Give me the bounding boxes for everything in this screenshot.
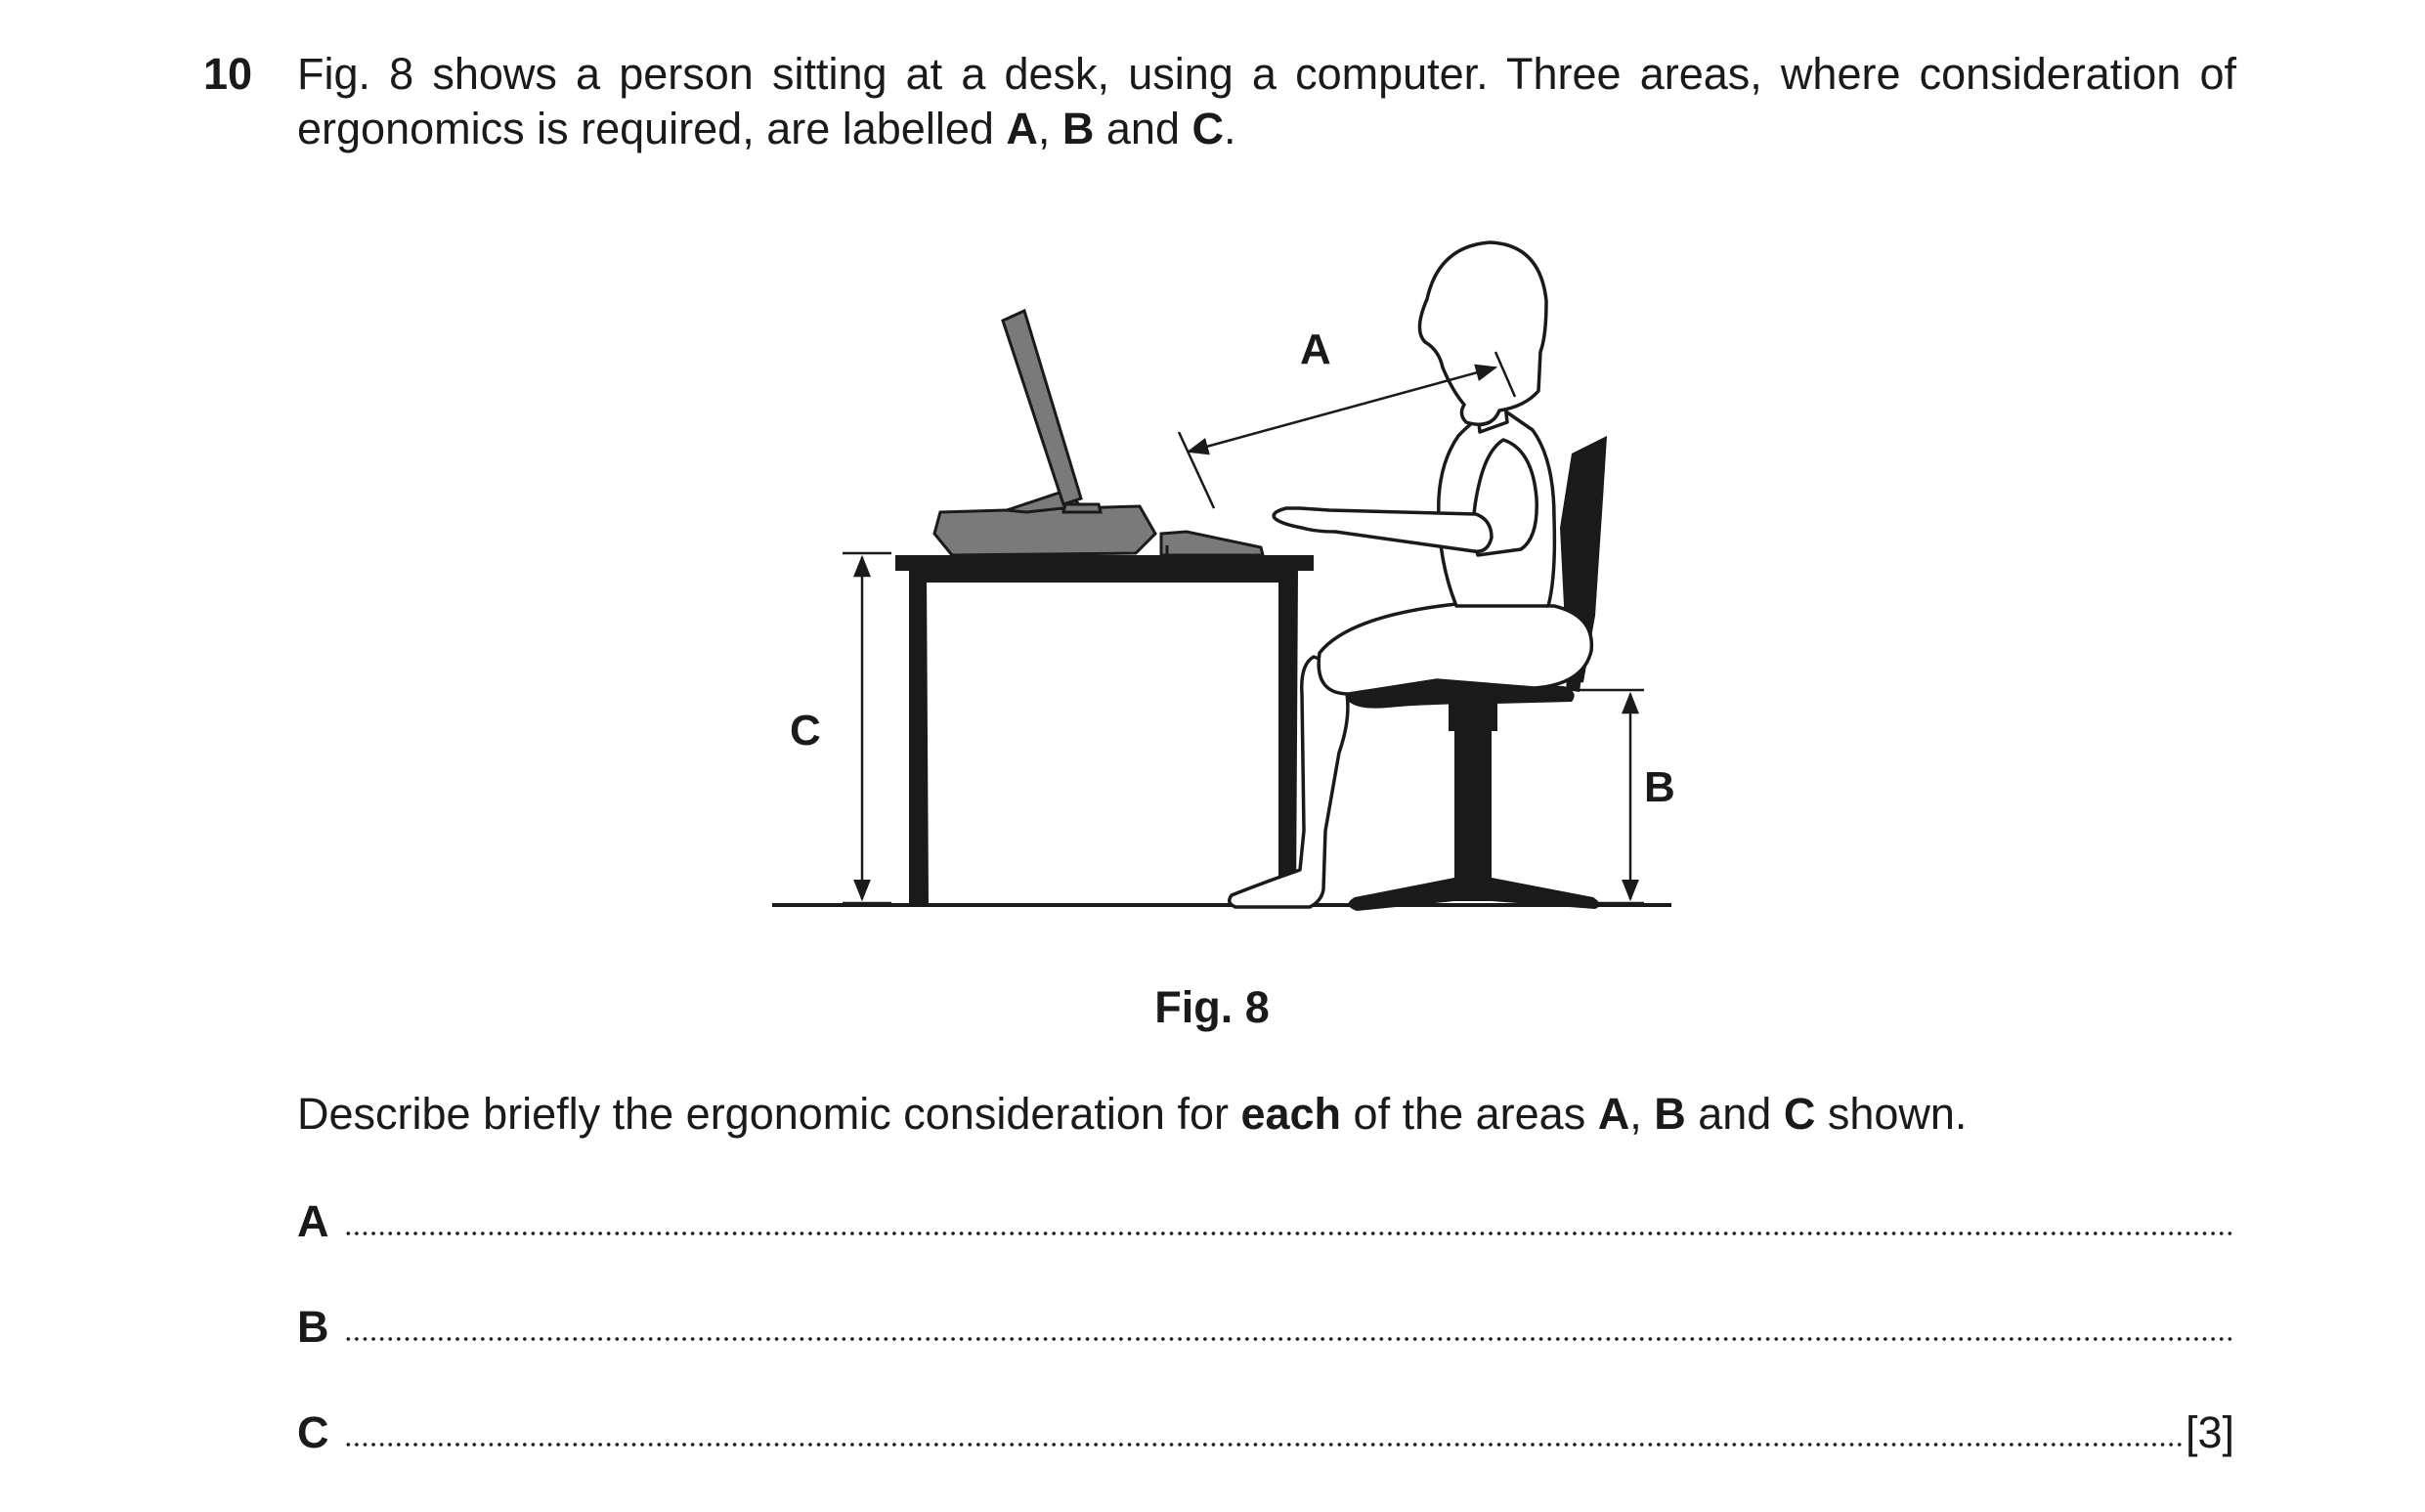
laptop-hinge-pad [1061, 502, 1103, 514]
person [1228, 240, 1594, 909]
laptop-base [932, 504, 1157, 557]
instruction-separator: , [1629, 1089, 1655, 1139]
keyboard [1159, 530, 1265, 557]
answer-dotted-line-c[interactable] [344, 1441, 2184, 1448]
stem-label-b: B [1061, 104, 1095, 153]
figure-caption: Fig. 8 [1154, 982, 1270, 1032]
instruction-part3: shown. [1815, 1089, 1968, 1139]
instruction-label-c: C [1783, 1089, 1816, 1139]
dimension-a-tick-start [1177, 431, 1216, 509]
answer-line-c[interactable]: C [3] [297, 1405, 2234, 1460]
answer-marks-c: [3] [2185, 1407, 2234, 1457]
instruction-part1: Describe briefly the ergonomic considera… [297, 1089, 1241, 1139]
answer-line-a[interactable]: A [297, 1194, 2234, 1249]
instruction-separator: and [1685, 1089, 1784, 1139]
stem-end: . [1224, 104, 1236, 153]
person-thigh [1317, 602, 1594, 696]
answer-letter-b: B [297, 1302, 329, 1352]
chair-base [1348, 878, 1600, 911]
instruction-label-a: A [1597, 1089, 1630, 1139]
stem-intro: Fig. 8 shows a person sitting at a desk,… [297, 49, 2236, 153]
dimension-c-label: C [790, 707, 821, 755]
desk-top [895, 555, 1314, 571]
question-number: 10 [203, 49, 253, 99]
dimension-b-label: B [1644, 763, 1675, 811]
instruction-part2: of the areas [1341, 1089, 1598, 1139]
person-forearm [1272, 506, 1494, 553]
question-stem: Fig. 8 shows a person sitting at a desk,… [297, 47, 2236, 156]
monitor-screen [1001, 308, 1083, 506]
answer-letter-c: C [297, 1407, 329, 1457]
stem-label-a: A [1006, 104, 1038, 153]
desk-leg-right [1278, 571, 1298, 905]
answer-dotted-line-a[interactable] [344, 1230, 2232, 1237]
instruction-label-b: B [1654, 1089, 1686, 1139]
dimension-b: B [1576, 688, 1675, 905]
dimension-a: A [1177, 325, 1517, 509]
dimension-a-arrow [1186, 364, 1498, 455]
stem-separator: and [1094, 104, 1192, 153]
chair-column-top [1449, 704, 1497, 731]
dimension-c: C [790, 551, 891, 905]
desk-leg-left [909, 571, 929, 905]
dimension-a-label: A [1300, 325, 1331, 373]
person-head [1417, 240, 1548, 426]
chair-column [1454, 731, 1492, 878]
answer-letter-a: A [297, 1196, 329, 1246]
computer [932, 308, 1265, 557]
answer-dotted-line-b[interactable] [344, 1335, 2232, 1343]
ergonomics-figure: A C B [753, 205, 1691, 929]
answer-line-b[interactable]: B [297, 1300, 2234, 1355]
stem-separator: , [1037, 104, 1062, 153]
instruction-text: Describe briefly the ergonomic considera… [297, 1087, 2242, 1142]
desk-rail [919, 571, 1290, 583]
instruction-emphasis: each [1240, 1089, 1342, 1139]
dimension-a-tick-end [1494, 351, 1517, 398]
desk [895, 555, 1314, 905]
figure-drawing: A C B [772, 240, 1675, 911]
stem-label-c: C [1191, 104, 1225, 153]
